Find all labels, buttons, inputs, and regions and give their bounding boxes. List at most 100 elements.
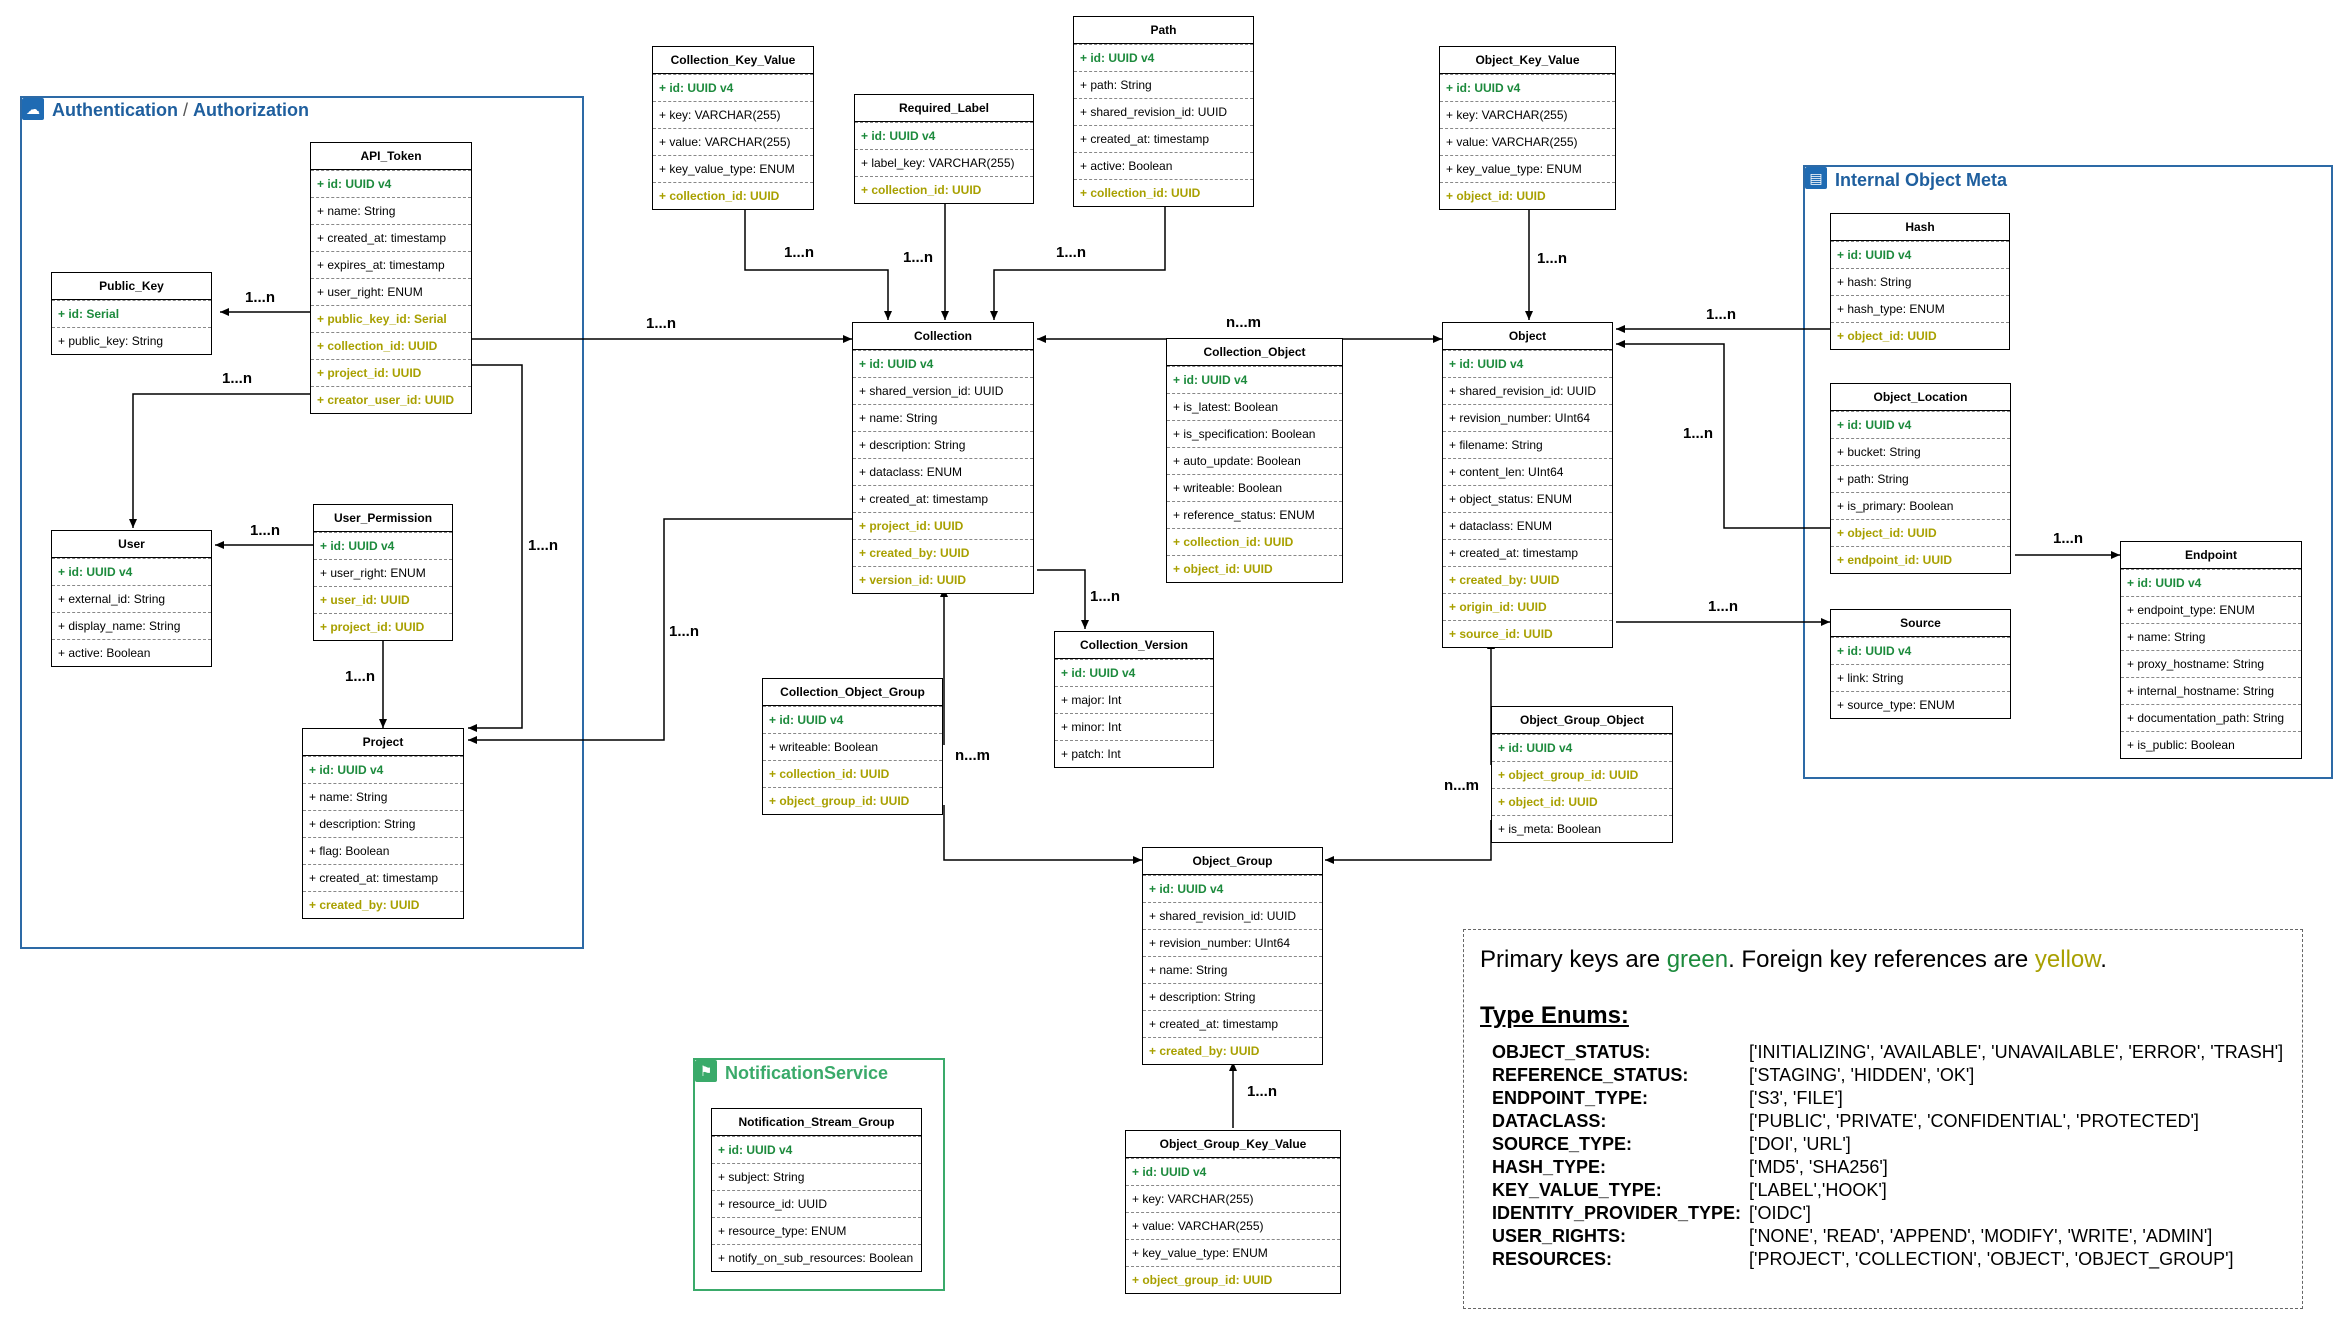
foreign-key-field: + public_key_id: Serial	[311, 305, 471, 332]
entity-title: Collection_Key_Value	[653, 47, 813, 74]
entity-field: + value: VARCHAR(255)	[1440, 128, 1615, 155]
primary-key-field: + id: UUID v4	[1167, 366, 1342, 393]
foreign-key-field: + collection_id: UUID	[311, 332, 471, 359]
entity-title: Object_Key_Value	[1440, 47, 1615, 74]
rel-label-hash-object: 1...n	[1706, 306, 1737, 323]
entity-collection[interactable]: Collection+ id: UUID v4+ shared_version_…	[852, 322, 1034, 594]
entity-field: + hash: String	[1831, 268, 2009, 295]
entity-path[interactable]: Path+ id: UUID v4+ path: String+ shared_…	[1073, 16, 1254, 207]
foreign-key-field: + object_id: UUID	[1440, 182, 1615, 209]
primary-key-field: + id: UUID v4	[2121, 569, 2301, 596]
entity-object[interactable]: Object+ id: UUID v4+ shared_revision_id:…	[1442, 322, 1613, 648]
entity-collection-version[interactable]: Collection_Version+ id: UUID v4+ major: …	[1054, 631, 1214, 768]
enum-name: IDENTITY_PROVIDER_TYPE:	[1492, 1203, 1742, 1223]
edge-ckv-collection	[744, 205, 892, 320]
rel-label-apitoken-publickey: 1...n	[245, 289, 276, 306]
primary-key-field: + id: UUID v4	[1126, 1158, 1340, 1185]
entity-title: API_Token	[311, 143, 471, 170]
entity-field: + bucket: String	[1831, 438, 2010, 465]
enum-name: REFERENCE_STATUS:	[1492, 1065, 1689, 1085]
entity-field: + object_status: ENUM	[1443, 485, 1612, 512]
entity-title: User	[52, 531, 211, 558]
entity-field: + name: String	[853, 404, 1033, 431]
entity-collection-object[interactable]: Collection_Object+ id: UUID v4+ is_lates…	[1166, 338, 1343, 583]
auth-title-authorization: Authorization	[193, 100, 309, 120]
entity-notification-stream-group[interactable]: Notification_Stream_Group+ id: UUID v4+ …	[711, 1108, 922, 1272]
entity-user-permission[interactable]: User_Permission+ id: UUID v4+ user_right…	[313, 504, 453, 641]
foreign-key-field: + user_id: UUID	[314, 586, 452, 613]
entity-public-key[interactable]: Public_Key+ id: Serial+ public_key: Stri…	[51, 272, 212, 355]
entity-field: + minor: Int	[1055, 713, 1213, 740]
enum-values: ['PUBLIC', 'PRIVATE', 'CONFIDENTIAL', 'P…	[1749, 1111, 2199, 1131]
entity-field: + description: String	[303, 810, 463, 837]
edge-collection-project	[468, 518, 852, 744]
entity-title: Public_Key	[52, 273, 211, 300]
entity-field: + key: VARCHAR(255)	[1126, 1185, 1340, 1212]
entity-title: Object_Group_Object	[1492, 707, 1672, 734]
primary-key-field: + id: UUID v4	[1831, 241, 2009, 268]
entity-collection-object-group[interactable]: Collection_Object_Group+ id: UUID v4+ wr…	[762, 678, 943, 815]
foreign-key-field: + created_by: UUID	[1443, 566, 1612, 593]
entity-field: + source_type: ENUM	[1831, 691, 2010, 718]
entity-field: + description: String	[853, 431, 1033, 458]
enum-values: ['INITIALIZING', 'AVAILABLE', 'UNAVAILAB…	[1749, 1042, 2284, 1062]
entity-object-group-object[interactable]: Object_Group_Object+ id: UUID v4+ object…	[1491, 706, 1673, 843]
edge-collection-version	[1037, 569, 1089, 629]
rel-label-ckv-collection: 1...n	[784, 244, 815, 261]
foreign-key-field: + object_group_id: UUID	[1126, 1266, 1340, 1293]
foreign-key-field: + project_id: UUID	[853, 512, 1033, 539]
primary-key-field: + id: UUID v4	[1831, 637, 2010, 664]
entity-title: Object	[1443, 323, 1612, 350]
entity-object-location[interactable]: Object_Location+ id: UUID v4+ bucket: St…	[1830, 383, 2011, 574]
entity-title: Object_Group	[1143, 848, 1322, 875]
edge-apitoken-project	[468, 364, 523, 732]
entity-api-token[interactable]: API_Token+ id: UUID v4+ name: String+ cr…	[310, 142, 472, 414]
auth-title-authentication: Authentication	[52, 100, 178, 120]
primary-key-field: + id: UUID v4	[314, 532, 452, 559]
rel-label-userperm-user: 1...n	[250, 522, 281, 539]
entity-object-key-value[interactable]: Object_Key_Value+ id: UUID v4+ key: VARC…	[1439, 46, 1616, 210]
entity-project[interactable]: Project+ id: UUID v4+ name: String+ desc…	[302, 728, 464, 919]
entity-endpoint[interactable]: Endpoint+ id: UUID v4+ endpoint_type: EN…	[2120, 541, 2302, 759]
primary-key-field: + id: UUID v4	[855, 122, 1033, 149]
entity-field: + documentation_path: String	[2121, 704, 2301, 731]
entity-object-group[interactable]: Object_Group+ id: UUID v4+ shared_revisi…	[1142, 847, 1323, 1065]
rel-label-objectgroup-object: n...m	[1444, 777, 1480, 794]
primary-key-field: + id: UUID v4	[1143, 875, 1322, 902]
entity-user[interactable]: User+ id: UUID v4+ external_id: String+ …	[51, 530, 212, 667]
enum-name: RESOURCES:	[1492, 1249, 1613, 1269]
legend-text-pre: Primary keys are	[1480, 946, 1667, 973]
notification-group-title: NotificationService	[725, 1063, 889, 1083]
entity-collection-key-value[interactable]: Collection_Key_Value+ id: UUID v4+ key: …	[652, 46, 814, 210]
entity-required-label[interactable]: Required_Label+ id: UUID v4+ label_key: …	[854, 94, 1034, 204]
rel-label-collection-object: n...m	[1226, 314, 1262, 331]
legend-text-mid: . Foreign key references are	[1728, 946, 2035, 973]
entity-object-group-key-value[interactable]: Object_Group_Key_Value+ id: UUID v4+ key…	[1125, 1130, 1341, 1294]
entity-field: + user_right: ENUM	[311, 278, 471, 305]
entity-field: + public_key: String	[52, 327, 211, 354]
entity-field: + name: String	[2121, 623, 2301, 650]
entity-field: + content_len: UInt64	[1443, 458, 1612, 485]
legend-text-end: .	[2100, 946, 2107, 973]
rel-label-ogkv-objectgroup: 1...n	[1247, 1083, 1278, 1100]
foreign-key-field: + object_id: UUID	[1831, 322, 2009, 349]
entity-field: + active: Boolean	[52, 639, 211, 666]
rel-label-location-object: 1...n	[1683, 425, 1714, 442]
entity-field: + reference_status: ENUM	[1167, 501, 1342, 528]
entity-hash[interactable]: Hash+ id: UUID v4+ hash: String+ hash_ty…	[1830, 213, 2010, 350]
edge-ogo-objectgroup	[1325, 820, 1492, 864]
edge-cog-objectgroup	[943, 805, 1142, 864]
entity-source[interactable]: Source+ id: UUID v4+ link: String+ sourc…	[1830, 609, 2011, 719]
rel-label-path-collection: 1...n	[1056, 244, 1087, 261]
entity-field: + subject: String	[712, 1163, 921, 1190]
entity-field: + created_at: timestamp	[303, 864, 463, 891]
foreign-key-field: + created_by: UUID	[1143, 1037, 1322, 1064]
entity-field: + link: String	[1831, 664, 2010, 691]
internal-meta-group-title: Internal Object Meta	[1835, 170, 2008, 190]
entity-field: + shared_version_id: UUID	[853, 377, 1033, 404]
entity-field: + shared_revision_id: UUID	[1443, 377, 1612, 404]
foreign-key-field: + collection_id: UUID	[855, 176, 1033, 203]
entity-field: + revision_number: UInt64	[1443, 404, 1612, 431]
entity-field: + created_at: timestamp	[1074, 125, 1253, 152]
